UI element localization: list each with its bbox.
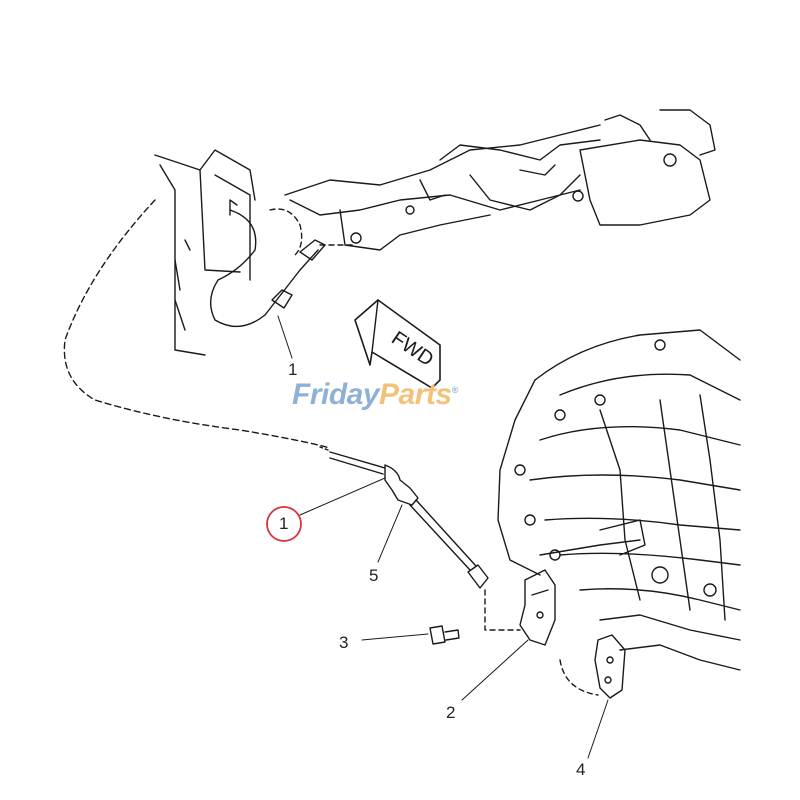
- callout-1-circled: 1: [279, 514, 289, 533]
- retaining-clip: [559, 634, 626, 699]
- watermark-part2: Parts: [379, 378, 452, 411]
- bolt: [429, 625, 460, 645]
- callout-1-upper: 1: [288, 360, 298, 379]
- callout-2: 2: [446, 703, 456, 722]
- fwd-label: FWD: [387, 327, 437, 371]
- steering-column: [154, 109, 716, 356]
- transmission: [497, 329, 741, 671]
- callout-5: 5: [369, 566, 379, 585]
- shift-cable-bracket: [484, 569, 556, 646]
- watermark-reg: ®: [451, 385, 459, 395]
- lower-shift-cable: [319, 446, 489, 589]
- callout-3: 3: [339, 633, 349, 652]
- watermark-logo: FridayParts®: [292, 378, 458, 412]
- cable-routing-path: [63, 199, 331, 449]
- callout-4: 4: [576, 760, 586, 779]
- leader-lines: [277, 315, 609, 759]
- forward-arrow: [354, 299, 441, 389]
- highlight-circle: [266, 506, 302, 542]
- watermark-part1: Friday: [292, 378, 380, 411]
- upper-shift-cable: [210, 199, 356, 328]
